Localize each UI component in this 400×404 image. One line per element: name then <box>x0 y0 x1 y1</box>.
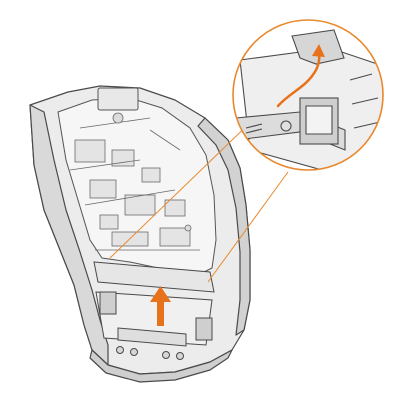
component-chip <box>141 167 161 183</box>
leader-line <box>207 171 289 283</box>
component-chip <box>124 194 156 216</box>
board-components <box>69 112 200 251</box>
component-chip <box>74 139 106 163</box>
callout-leaders <box>109 114 289 283</box>
insertion-arrow <box>150 286 171 326</box>
circuit-board <box>57 87 217 277</box>
screw-hole <box>176 352 184 360</box>
detail-pivot-screw <box>280 120 292 132</box>
hinge-clip-left <box>99 291 117 315</box>
component-chip <box>159 227 191 247</box>
detail-label-mark <box>245 123 263 134</box>
component-chip <box>164 199 186 217</box>
leader-line <box>109 114 259 259</box>
board-screw <box>112 112 124 124</box>
detail-hinge-slot <box>305 105 333 135</box>
detail-side-ribs <box>349 73 381 129</box>
insertion-arrow-head <box>150 286 171 302</box>
lower-compartment <box>93 261 215 360</box>
detail-border <box>232 19 384 171</box>
housing-right-wall <box>197 117 251 336</box>
top-mount-bracket <box>97 87 139 111</box>
board-screw <box>184 224 192 232</box>
housing-left-wall <box>29 104 109 366</box>
bottom-label-strip <box>117 327 187 347</box>
bottom-screw-holes <box>116 346 184 360</box>
screw-hole <box>130 348 138 356</box>
terminal-rail <box>93 261 215 293</box>
screw-hole <box>162 351 170 359</box>
screw-hole <box>116 346 124 354</box>
component-chip <box>99 214 119 230</box>
component-chip <box>89 179 117 199</box>
housing-bottom-edge <box>89 349 233 383</box>
board-traces <box>69 117 200 251</box>
detail-magnifier-callout <box>232 19 384 171</box>
hinge-clip-right <box>195 317 213 341</box>
rotate-arrow-head <box>312 44 325 57</box>
insertion-arrow-shaft <box>157 300 164 326</box>
